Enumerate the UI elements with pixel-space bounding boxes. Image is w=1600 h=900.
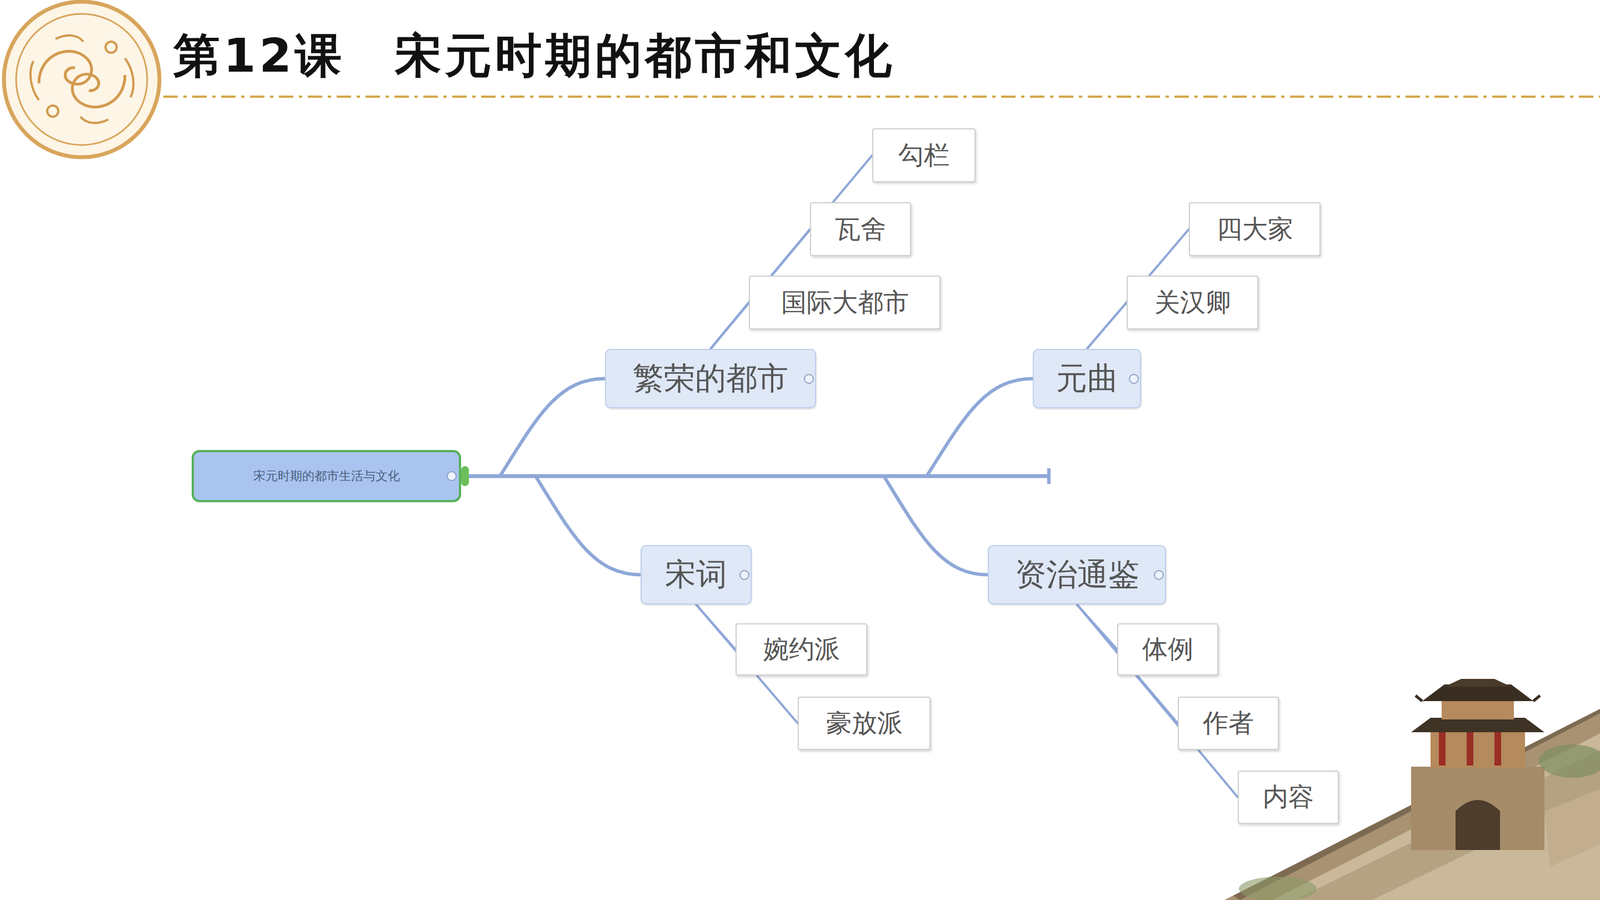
node-label: 元曲 bbox=[1056, 357, 1119, 400]
branch-topic: 宋词 bbox=[640, 545, 752, 605]
collapse-toggle bbox=[803, 373, 814, 384]
node-label: 豪放派 bbox=[826, 706, 903, 741]
collapse-toggle bbox=[1153, 570, 1164, 580]
root-topic: 宋元时期的都市生活与文化 bbox=[191, 450, 462, 503]
node-label: 资治通鉴 bbox=[1015, 553, 1140, 597]
node-label: 繁荣的都市 bbox=[632, 357, 789, 400]
city-gate-illustration bbox=[1224, 678, 1600, 900]
title-rule bbox=[163, 95, 1600, 98]
branch-connector bbox=[461, 378, 605, 477]
node-label: 宋词 bbox=[665, 553, 728, 597]
node-label: 关汉卿 bbox=[1154, 285, 1232, 320]
subtopic-box: 国际大都市 bbox=[748, 275, 941, 330]
subtopic-box: 四大家 bbox=[1188, 202, 1321, 257]
subtopic-box: 关汉卿 bbox=[1126, 275, 1259, 330]
node-label: 勾栏 bbox=[898, 138, 950, 173]
subtopic-box: 勾栏 bbox=[872, 128, 976, 183]
collapse-toggle bbox=[446, 471, 457, 482]
node-label: 国际大都市 bbox=[781, 285, 909, 320]
node-label: 婉约派 bbox=[763, 632, 840, 667]
subtopic-box: 豪放派 bbox=[797, 696, 931, 750]
subtopic-box: 体例 bbox=[1117, 623, 1219, 676]
node-label: 瓦舍 bbox=[835, 212, 887, 247]
subtopic-box: 婉约派 bbox=[735, 623, 868, 676]
spine-end bbox=[1047, 468, 1051, 484]
emblem bbox=[3, 1, 160, 158]
collapse-toggle bbox=[739, 570, 750, 580]
node-label: 四大家 bbox=[1216, 212, 1294, 247]
collapse-toggle bbox=[1128, 373, 1139, 384]
node-label: 作者 bbox=[1202, 706, 1254, 741]
branch-topic: 资治通鉴 bbox=[987, 545, 1167, 605]
node-label: 体例 bbox=[1142, 632, 1194, 667]
connector-grip bbox=[461, 466, 469, 487]
node-label: 宋元时期的都市生活与文化 bbox=[253, 467, 400, 485]
branch-topic: 元曲 bbox=[1032, 348, 1142, 409]
subtopic-box: 瓦舍 bbox=[810, 202, 912, 257]
branch-connector bbox=[461, 476, 641, 575]
slide-title: 第12课 宋元时期的都市和文化 bbox=[173, 24, 895, 88]
subtopic-box: 内容 bbox=[1237, 770, 1339, 824]
branch-topic: 繁荣的都市 bbox=[605, 348, 817, 409]
subtopic-box: 作者 bbox=[1177, 696, 1279, 750]
node-label: 内容 bbox=[1262, 780, 1314, 815]
